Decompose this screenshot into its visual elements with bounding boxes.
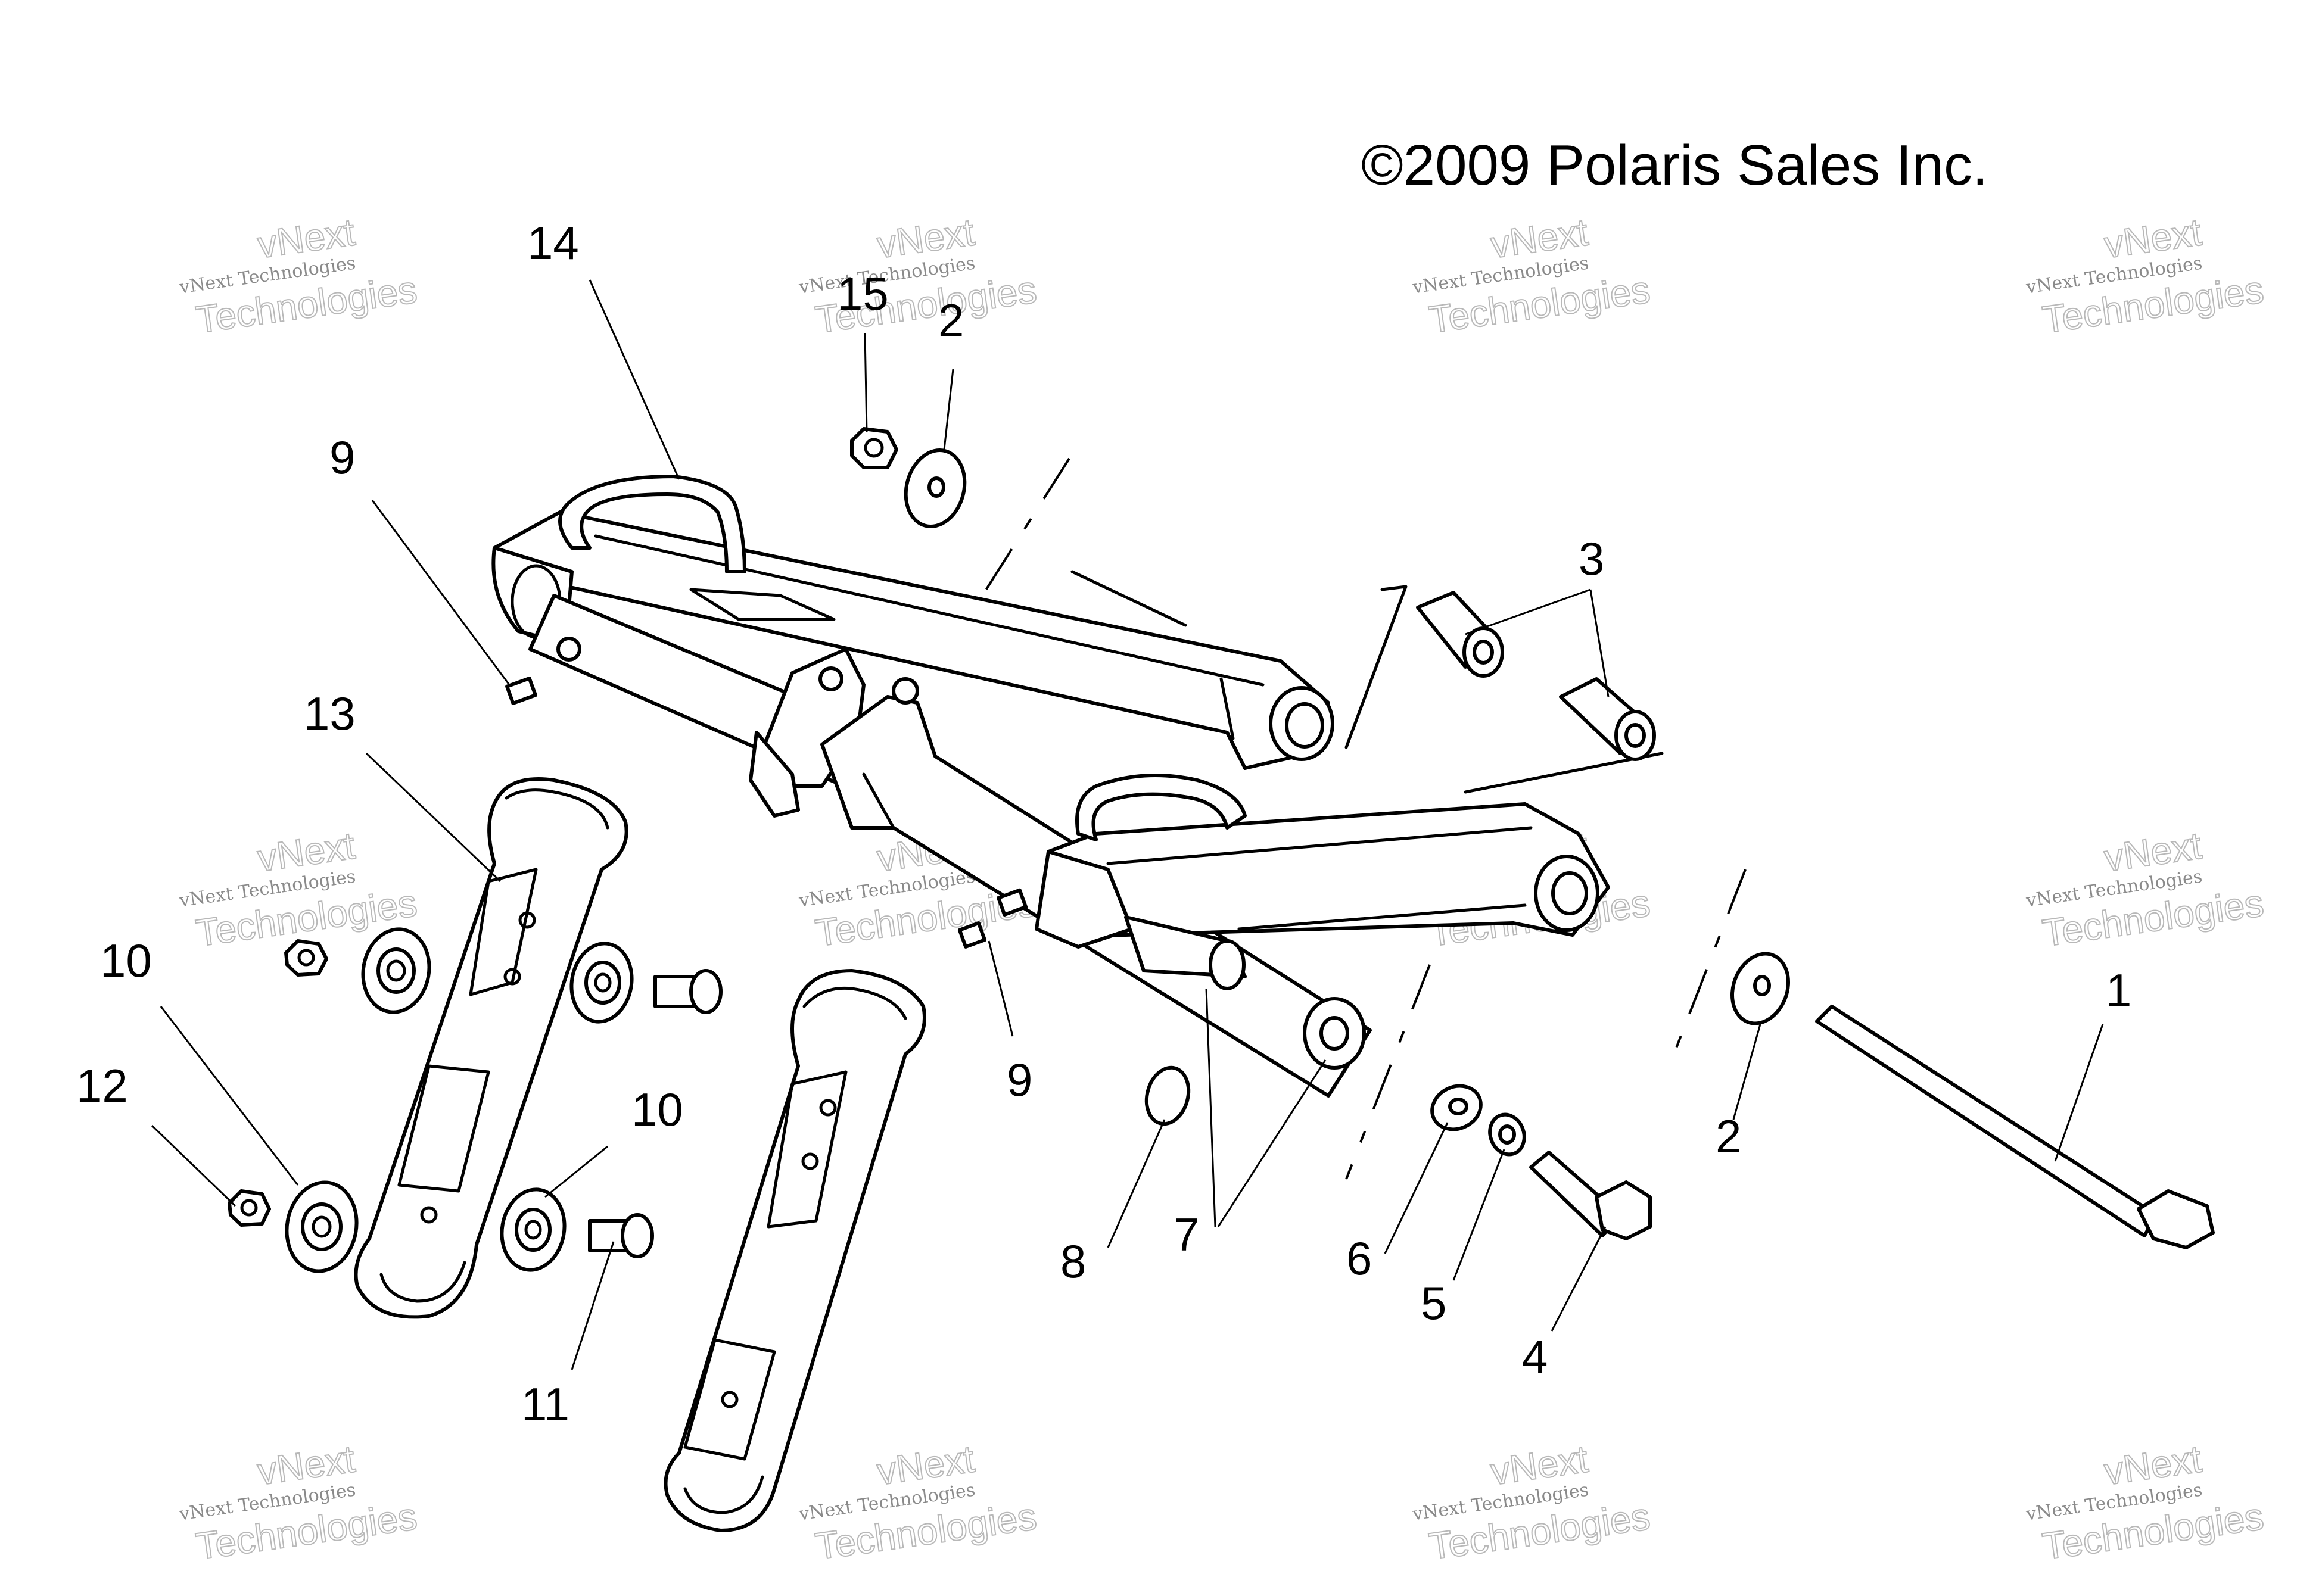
watermark-row1-a: vNext vNext Technologies Technologies xyxy=(178,210,420,342)
part-8-o-ring xyxy=(1144,1065,1191,1126)
part-14-upper-arm xyxy=(491,475,1334,818)
nut-upper-left xyxy=(284,939,328,977)
part-2-washer-top xyxy=(904,448,967,529)
callout-7: 7 xyxy=(1174,1208,1199,1261)
part-10-roller-upper-left xyxy=(361,927,431,1014)
part-3-bushings xyxy=(1416,591,1656,761)
link-right xyxy=(664,969,926,1532)
callout-6: 6 xyxy=(1346,1232,1372,1285)
part-12-nut xyxy=(228,1189,271,1227)
watermark-row1-d: vNext vNext Technologies Technologies xyxy=(2024,210,2267,342)
watermark-row3-c: vNext vNext Technologies Technologies xyxy=(1411,1436,1653,1569)
part-9-grease-fitting-b xyxy=(957,888,1028,949)
part-7-lower-arm xyxy=(820,677,1610,1098)
callout-10-left: 10 xyxy=(100,934,152,987)
callout-5: 5 xyxy=(1421,1277,1446,1329)
callout-9-upper: 9 xyxy=(329,431,355,484)
callout-12: 12 xyxy=(76,1059,128,1112)
part-13-link-left xyxy=(354,777,628,1319)
watermark-row3-d: vNext vNext Technologies Technologies xyxy=(2024,1436,2267,1569)
part-4-bolt xyxy=(1529,1151,1652,1240)
leader-lines xyxy=(151,279,2104,1370)
callout-13: 13 xyxy=(304,687,356,740)
bolt-upper xyxy=(653,969,723,1014)
callout-8: 8 xyxy=(1060,1235,1086,1288)
part-15-nut xyxy=(850,427,898,469)
part-9-grease-fitting-a xyxy=(505,677,537,705)
watermark-row3-b: vNext vNext Technologies Technologies xyxy=(797,1436,1039,1569)
callout-14: 14 xyxy=(527,217,579,269)
part-2-washer-right xyxy=(1730,952,1791,1025)
callout-11: 11 xyxy=(521,1378,569,1430)
callout-2-top: 2 xyxy=(938,294,964,347)
copyright-text: ©2009 Polaris Sales Inc. xyxy=(1361,133,1988,197)
callout-10-right: 10 xyxy=(631,1083,683,1136)
part-10-roller-lower-right xyxy=(500,1187,567,1272)
part-1-long-bolt xyxy=(1815,1005,2215,1249)
callout-4: 4 xyxy=(1522,1330,1548,1383)
watermark-row1-b: vNext vNext Technologies Technologies xyxy=(797,210,1039,342)
part-5-lock-washer xyxy=(1488,1112,1526,1157)
callout-15: 15 xyxy=(837,267,889,320)
callout-2-right: 2 xyxy=(1716,1110,1741,1162)
watermark-row3-a: vNext vNext Technologies Technologies xyxy=(178,1436,420,1569)
part-11-bolt xyxy=(588,1213,654,1258)
callouts: 1 2 2 3 4 5 6 7 8 9 9 10 10 11 12 13 14 … xyxy=(76,217,2131,1430)
callout-3: 3 xyxy=(1579,532,1604,585)
part-6-washer xyxy=(1430,1084,1483,1131)
part-10-roller-upper-right xyxy=(569,942,634,1024)
watermark-row2-d: vNext vNext Technologies Technologies xyxy=(2024,823,2267,955)
callout-1: 1 xyxy=(2106,964,2131,1017)
part-10-roller-lower-left xyxy=(285,1180,359,1273)
watermark-row1-c: vNext vNext Technologies Technologies xyxy=(1411,210,1653,342)
callout-9-lower: 9 xyxy=(1007,1053,1032,1106)
